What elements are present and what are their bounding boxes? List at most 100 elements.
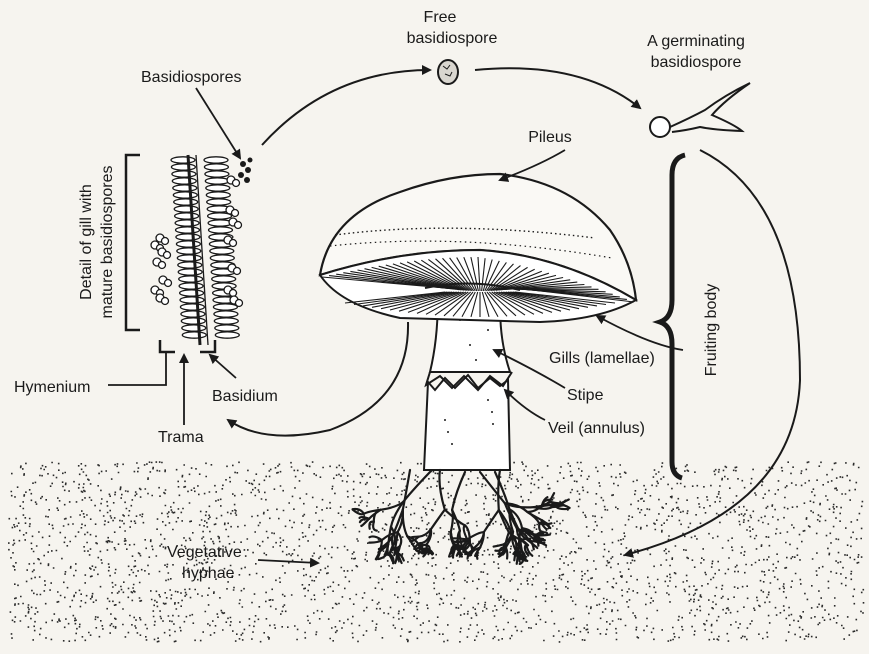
spore: [236, 300, 243, 307]
label-germinating-line2: basidiospore: [651, 54, 742, 71]
basidium-cell: [181, 318, 205, 324]
basidium-cell: [177, 255, 201, 261]
basidium-cell: [212, 276, 236, 282]
basidium-cell: [174, 206, 198, 212]
spore: [234, 268, 241, 275]
spore: [232, 210, 239, 217]
basidium-cell: [213, 304, 237, 310]
hypha-strand: [536, 535, 550, 536]
label-pileus: Pileus: [528, 129, 572, 146]
label-vegetative-line1: Vegetative: [167, 544, 242, 561]
basidium-cell: [173, 192, 197, 198]
basidium-cell: [215, 332, 239, 338]
basidium-cell: [180, 304, 204, 310]
basidium-cell: [175, 220, 199, 226]
label-basidiospores: Basidiospores: [141, 69, 242, 86]
hypha-strand: [395, 542, 396, 554]
label-gill-detail-line2: mature basidiospores: [99, 166, 116, 319]
arrow-to-free-spore: [262, 70, 430, 145]
basidium-cell: [179, 276, 203, 282]
hypha-strand: [431, 510, 445, 530]
hypha-strand: [494, 544, 505, 547]
basidium-cell: [180, 290, 204, 296]
free-basidiospore: [438, 60, 458, 84]
basidium-cell: [206, 185, 230, 191]
basidium-cell: [174, 199, 198, 205]
spore: [230, 290, 237, 297]
label-vegetative-line2: hyphae: [182, 565, 235, 582]
label-gills: Gills (lamellae): [549, 350, 655, 367]
label-free-line2: basidiospore: [407, 30, 498, 47]
hypha-strand: [373, 522, 377, 531]
basidium-cell: [204, 164, 228, 170]
basidiospore-cluster: [238, 158, 253, 184]
basidium-cell: [180, 297, 204, 303]
fruiting-body-bracket: [660, 155, 685, 478]
hypha-strand: [451, 510, 453, 532]
basidium-cell: [177, 248, 201, 254]
basidium-cell: [181, 311, 205, 317]
basidium-cell: [172, 171, 196, 177]
label-fruiting-body: Fruiting body: [703, 284, 720, 377]
basidium-cell: [178, 269, 202, 275]
basidium-cell: [206, 192, 230, 198]
soil-substrate: [8, 462, 864, 642]
label-veil: Veil (annulus): [548, 420, 645, 437]
basidium-cell: [173, 185, 197, 191]
basidium-cell: [171, 157, 195, 163]
spore: [164, 252, 171, 259]
spore: [159, 262, 166, 269]
basidium-cell: [204, 157, 228, 163]
spore: [162, 298, 169, 305]
label-stipe: Stipe: [567, 387, 604, 404]
spore: [233, 180, 240, 187]
arrow-to-germinating-spore: [475, 68, 640, 108]
basidium-cell: [182, 325, 206, 331]
basidium-cell: [214, 318, 238, 324]
basidium-cell: [182, 332, 206, 338]
basidium-cell: [214, 311, 238, 317]
basidium-cell: [205, 171, 229, 177]
spore: [162, 238, 169, 245]
basidium-cell: [172, 178, 196, 184]
hypha-strand: [550, 502, 561, 504]
gill-detail-bracket: [126, 155, 140, 330]
basidium-cell: [176, 241, 200, 247]
label-gill-detail-line1: Detail of gill with: [78, 184, 95, 300]
hypha-strand: [369, 540, 382, 543]
hypha-strand: [422, 543, 423, 553]
germinating-basidiospore: [650, 83, 750, 137]
basidium-cell: [175, 213, 199, 219]
basidium-cell: [215, 325, 239, 331]
hypha-strand: [370, 536, 382, 540]
hypha-strand: [411, 537, 419, 538]
basidium-cell: [205, 178, 229, 184]
basidium-cell: [179, 283, 203, 289]
basidium-cell: [176, 227, 200, 233]
hypha-strand: [484, 510, 499, 532]
basidium-cell: [209, 227, 233, 233]
spore: [165, 280, 172, 287]
arrow-gill-to-detail: [228, 322, 408, 436]
basidium-cell: [210, 255, 234, 261]
basidium-cell: [207, 199, 231, 205]
basidium-cell: [178, 262, 202, 268]
label-free-line1: Free: [424, 9, 457, 26]
label-germinating-line1: A germinating: [647, 33, 745, 50]
basidium-cell: [176, 234, 200, 240]
basidium-cell: [210, 248, 234, 254]
hypha-strand: [439, 470, 444, 510]
vegetative-hyphae: [353, 470, 570, 564]
hypha-strand: [452, 472, 465, 510]
label-hymenium: Hymenium: [14, 379, 90, 396]
gill-detail: [126, 155, 253, 352]
basidium-cell: [171, 164, 195, 170]
spore: [235, 222, 242, 229]
label-basidium: Basidium: [212, 388, 278, 405]
spore: [230, 240, 237, 247]
label-trama: Trama: [158, 429, 204, 446]
soil-dots: [8, 462, 864, 642]
hypha-strand: [498, 470, 500, 510]
